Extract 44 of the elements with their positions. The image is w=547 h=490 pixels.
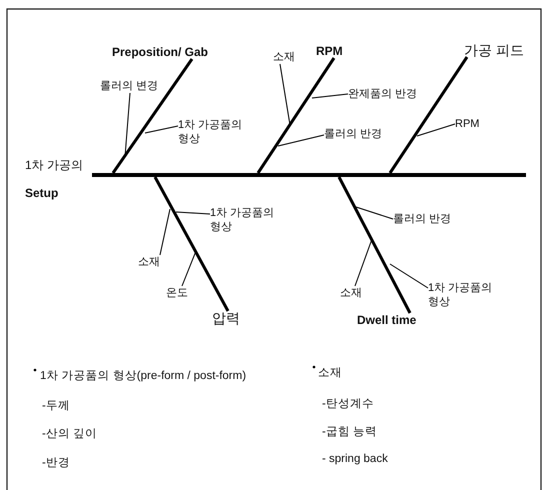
effect-label: 1차 가공의 — [25, 158, 84, 172]
leader-line — [390, 264, 428, 288]
category-label: 압력 — [212, 311, 240, 325]
note-text: 소재 — [318, 366, 342, 380]
category-label: Preposition/ Gab — [112, 45, 208, 59]
leader-line — [312, 94, 348, 98]
cause-label: 소재 — [273, 50, 295, 64]
leader-line — [280, 64, 290, 126]
note-text: -산의 깊이 — [42, 427, 98, 441]
bone-line — [388, 56, 468, 174]
leader-line — [416, 124, 456, 136]
category-label: RPM — [316, 44, 343, 58]
leader-line — [176, 212, 210, 214]
cause-label: 롤러의 변경 — [100, 79, 158, 93]
cause-label: 소재 — [138, 255, 160, 269]
cause-label: 1차 가공품의 형상 — [428, 281, 494, 309]
bone-line — [154, 176, 230, 312]
category-label: Dwell time — [357, 313, 416, 327]
cause-label: 소재 — [340, 286, 362, 300]
leader-line — [144, 126, 178, 134]
leader-line — [182, 250, 196, 286]
note-text: -굽힘 능력 — [322, 425, 378, 439]
effect-subtitle: Setup — [25, 186, 60, 200]
bone-line — [112, 58, 194, 174]
cause-label: 1차 가공품의 형상 — [178, 118, 244, 146]
note-text: -반경 — [42, 456, 70, 470]
leader-line — [160, 208, 170, 256]
note-text: -두께 — [42, 399, 70, 413]
cause-label: 롤러의 반경 — [393, 212, 452, 226]
cause-label: 롤러의 반경 — [324, 127, 382, 141]
cause-label: RPM — [455, 117, 480, 131]
bone-line — [338, 176, 412, 314]
note-text: 1차 가공품의 형상(pre-form / post-form) — [40, 369, 246, 383]
leader-line — [356, 206, 394, 220]
leader-line — [278, 134, 324, 146]
cause-label: 완제품의 반경 — [348, 87, 418, 101]
note-text: -탄성계수 — [322, 397, 374, 411]
cause-label: 1차 가공품의 형상 — [210, 206, 276, 234]
category-label: 가공 피드 — [464, 43, 524, 57]
spine-bar — [92, 173, 526, 177]
bone-line — [256, 57, 336, 174]
note-text: - spring back — [322, 453, 388, 465]
leader-line — [354, 238, 372, 286]
cause-label: 온도 — [166, 286, 188, 300]
